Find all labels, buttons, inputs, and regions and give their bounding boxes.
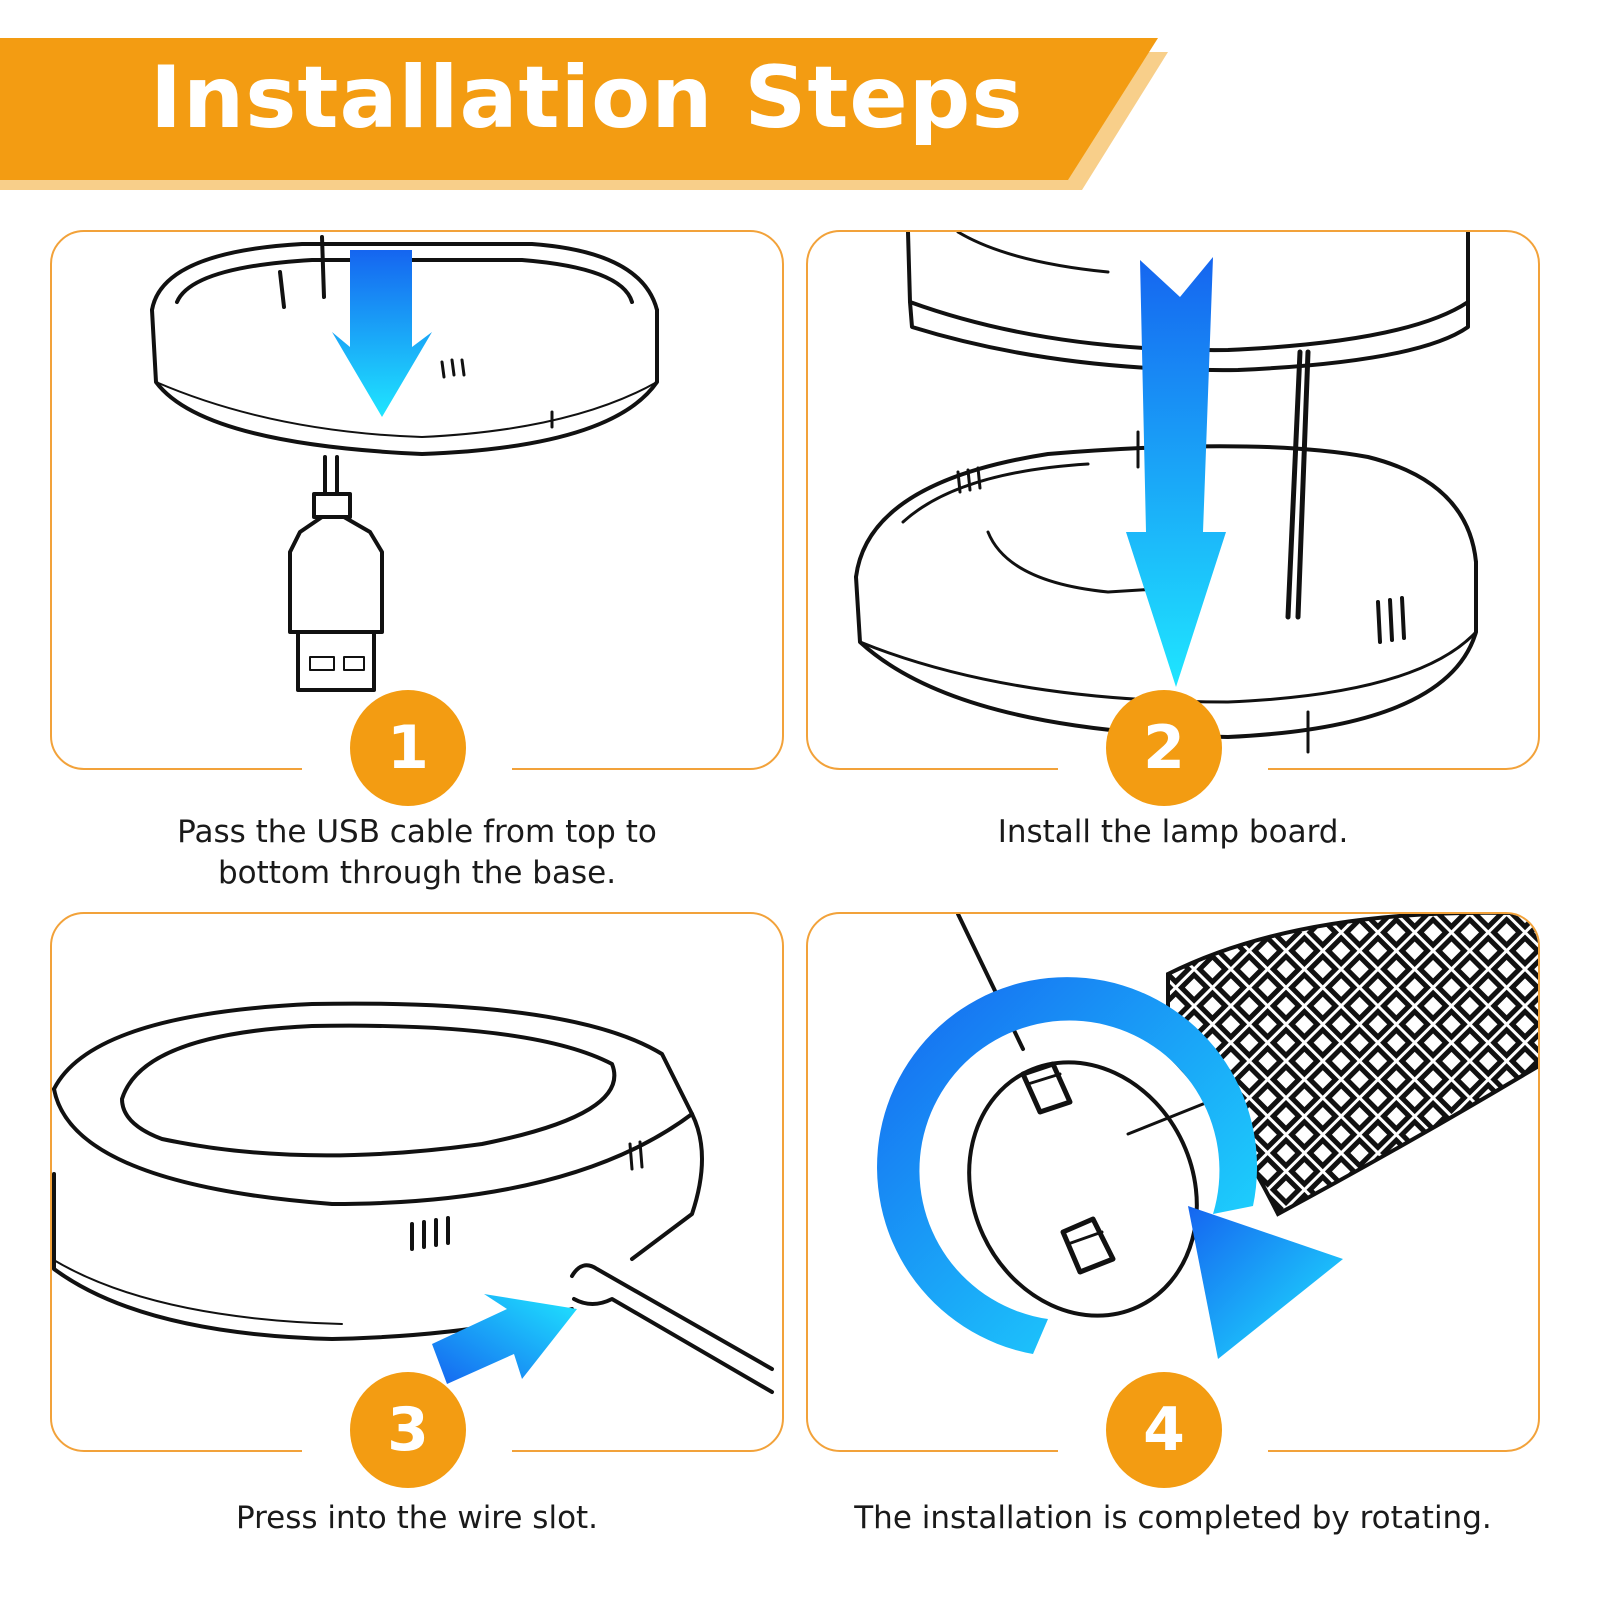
lamp-board-install-illustration bbox=[854, 232, 1478, 754]
banner-shape bbox=[0, 38, 1168, 190]
step-4-caption: The installation is completed by rotatin… bbox=[806, 1498, 1540, 1539]
step-4-caption-line-1: The installation is completed by rotatin… bbox=[854, 1500, 1492, 1536]
step-2-panel bbox=[806, 230, 1540, 770]
step-3-panel bbox=[50, 912, 784, 1452]
wire-slot-illustration bbox=[52, 1001, 774, 1394]
step-1-caption: Pass the USB cable from top to bottom th… bbox=[50, 812, 784, 894]
step-1-caption-line-2: bottom through the base. bbox=[217, 855, 617, 891]
step-1-panel bbox=[50, 230, 784, 770]
page-title: Installation Steps bbox=[150, 48, 1024, 148]
step-1-badge: 1 bbox=[350, 690, 466, 806]
step-2-caption-line-1: Install the lamp board. bbox=[997, 814, 1349, 850]
step-2-badge: 2 bbox=[1106, 690, 1222, 806]
step-3-caption: Press into the wire slot. bbox=[50, 1498, 784, 1539]
step-4-panel bbox=[806, 912, 1540, 1452]
step-2-caption: Install the lamp board. bbox=[806, 812, 1540, 853]
step-3-badge: 3 bbox=[350, 1372, 466, 1488]
step-4-badge: 4 bbox=[1106, 1372, 1222, 1488]
rotate-shade-illustration bbox=[877, 914, 1538, 1359]
step-1-caption-line-1: Pass the USB cable from top to bbox=[177, 814, 657, 850]
usb-cable-through-base-illustration bbox=[150, 235, 659, 692]
step-3-caption-line-1: Press into the wire slot. bbox=[235, 1500, 599, 1536]
